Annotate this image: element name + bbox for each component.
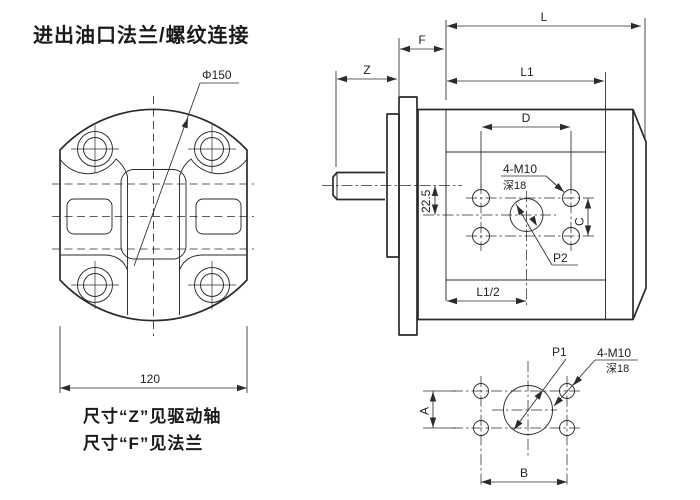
dim-label-diameter: Φ150 bbox=[202, 68, 232, 82]
page-title: 进出油口法兰/螺纹连接 bbox=[33, 23, 250, 47]
callout-port-p1: P1 bbox=[511, 345, 567, 432]
dim-F: F bbox=[400, 20, 447, 100]
dim-C: C bbox=[573, 198, 592, 236]
note-flange: 尺寸“F”见法兰 bbox=[83, 433, 203, 453]
dim-label-width: 120 bbox=[140, 372, 160, 386]
dim-label-L: L bbox=[541, 10, 548, 24]
dim-A: A bbox=[418, 391, 437, 428]
callout-thread-p1: 4-M10 深18 bbox=[551, 346, 638, 409]
dim-label-B: B bbox=[520, 466, 528, 480]
thread-depth-label: 深18 bbox=[606, 362, 629, 375]
port-view-centerlines bbox=[423, 361, 583, 486]
dim-label-offset: 22.5 bbox=[419, 189, 433, 213]
drive-shaft bbox=[332, 171, 385, 201]
thread-depth-label: 深18 bbox=[503, 179, 526, 192]
callout-thread-p2: 4-M10 深18 bbox=[501, 162, 567, 195]
dim-label-A: A bbox=[418, 407, 432, 415]
dim-120: 120 bbox=[59, 326, 248, 393]
notes: 尺寸“Z”见驱动轴 尺寸“F”见法兰 bbox=[83, 406, 221, 453]
dim-label-C: C bbox=[573, 217, 587, 226]
dim-label-L1: L1 bbox=[520, 65, 534, 79]
port-p1-label: P1 bbox=[552, 345, 567, 359]
dim-L: L bbox=[447, 10, 646, 140]
note-shaft: 尺寸“Z”见驱动轴 bbox=[83, 406, 221, 426]
front-bolt-holes bbox=[71, 125, 236, 309]
dim-B: B bbox=[481, 466, 567, 486]
dim-L1: L1 bbox=[447, 65, 606, 109]
pump-body bbox=[417, 108, 634, 321]
dim-Z: Z bbox=[335, 38, 400, 167]
dim-label-Z: Z bbox=[363, 63, 370, 77]
front-view: Φ150 120 bbox=[52, 68, 254, 393]
bolt-hole bbox=[71, 261, 119, 309]
dim-offset-22-5: 22.5 bbox=[419, 185, 439, 215]
dim-L1-half: L1/2 bbox=[447, 285, 526, 305]
mounting-plate bbox=[398, 96, 418, 336]
port-view: A B P1 4-M10 深18 bbox=[418, 345, 638, 486]
callout-port-p2: P2 bbox=[513, 203, 578, 266]
rear-cap bbox=[632, 109, 647, 320]
side-centerlines bbox=[322, 183, 596, 308]
thread-label: 4-M10 bbox=[597, 346, 631, 360]
thread-label: 4-M10 bbox=[503, 162, 537, 176]
dim-phi150: Φ150 bbox=[133, 68, 239, 267]
dim-label-F: F bbox=[418, 33, 425, 47]
front-outline bbox=[59, 108, 248, 322]
casting-contour bbox=[59, 158, 248, 315]
bolt-hole bbox=[71, 125, 119, 173]
side-view: Z F L L1 D bbox=[322, 10, 647, 336]
front-centerlines bbox=[52, 96, 254, 336]
dim-label-L1-half: L1/2 bbox=[476, 285, 500, 299]
dim-label-D: D bbox=[522, 111, 531, 125]
bolt-hole bbox=[188, 125, 236, 173]
bolt-hole bbox=[188, 261, 236, 309]
dim-D: D bbox=[480, 111, 572, 188]
port-p2-label: P2 bbox=[553, 251, 568, 265]
body-joint-lines bbox=[445, 109, 606, 320]
